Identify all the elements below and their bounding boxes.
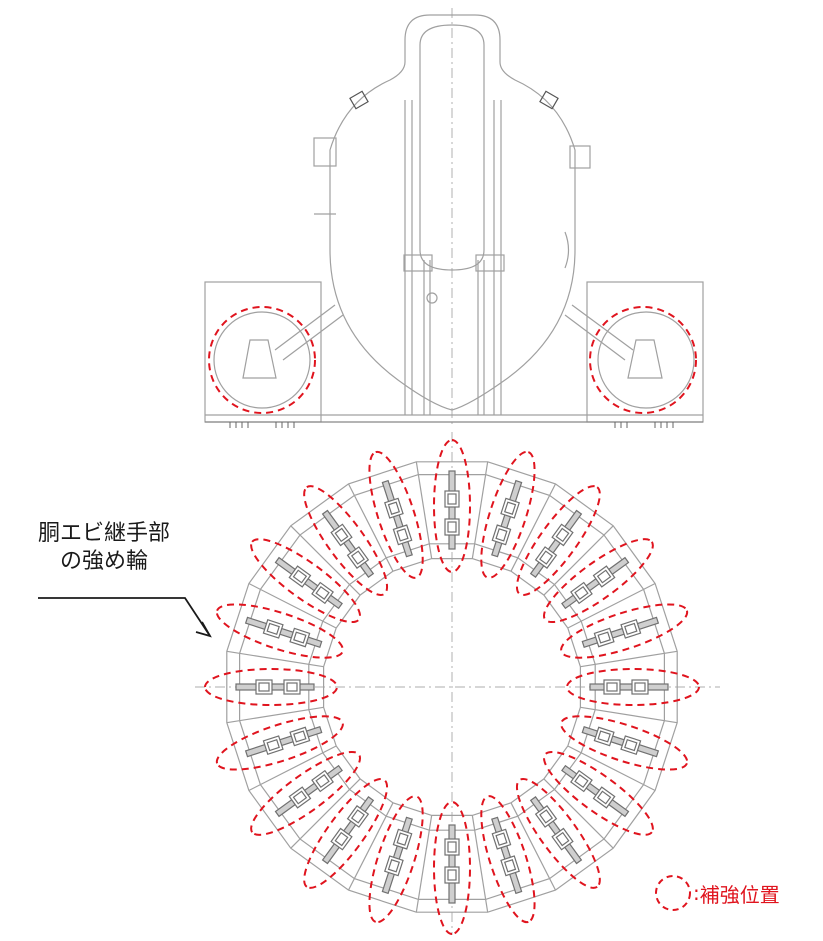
reinforcement-mark-19 [303,485,389,597]
reinforcement-mark-14 [250,750,362,836]
stiffener-ring-8 [561,764,630,818]
stiffener-ring-6 [589,679,669,695]
arrow-head-icon [195,621,212,638]
segment-divider [226,650,324,668]
ring-outer-edge [226,461,678,913]
plan-reinforcement-marks [204,439,700,935]
reinforcement-mark-8 [542,750,654,836]
segment-divider [471,815,489,913]
callout-leader-line [38,597,211,637]
segment-divider [580,706,678,724]
nozzle-right [569,145,591,169]
legend-separator: : [693,881,700,905]
segment-divider [415,815,433,913]
stiffener-ring-4 [561,556,630,610]
legend-dashed-circle-icon [655,875,691,911]
left-housing [204,281,322,423]
reinforcement-mark-16 [204,668,338,706]
plan-view [195,432,720,935]
reinforcement-mark-15 [215,715,344,771]
stiffener-ring-2 [491,479,523,558]
stiffener-ring-9 [529,796,583,865]
legend: : 補強位置 [693,878,780,908]
callout-leader [38,597,212,638]
left-torus-section [213,311,311,409]
nozzle-left [313,137,337,167]
reinforcement-mark-20 [368,450,424,579]
reinforcement-mark-7 [560,715,689,771]
stiffener-ring-18 [274,556,343,610]
segment-divider [415,461,433,559]
reinforcement-mark-5 [560,603,689,659]
reinforcement-mark-11 [433,801,471,935]
reinforcement-mark-3 [515,485,601,597]
segment-divider [226,706,324,724]
stiffener-ring-5 [581,616,660,648]
right-housing [586,281,704,423]
stiffener-ring-19 [321,509,375,578]
reinforcement-mark-12 [368,795,424,924]
legend-text: 補強位置 [699,882,780,907]
vessel-shell [329,14,576,411]
stiffener-ring-1 [444,470,460,550]
segment-divider [248,582,337,629]
segment-divider [567,582,656,629]
segment-divider [510,483,557,572]
stiffener-ring-15 [244,726,323,758]
segment-divider [290,778,361,849]
elevation-reinforcement-marks [208,306,697,414]
stiffener-ring-7 [581,726,660,758]
reinforcement-mark-right-elevation [589,306,697,414]
right-torus-section [597,311,695,409]
segment-divider [567,745,656,792]
segment-divider [347,483,394,572]
reinforcement-mark-13 [303,777,389,889]
stiffener-ring-17 [244,616,323,648]
segment-divider [248,745,337,792]
segment-divider [543,525,614,596]
reinforcement-mark-18 [250,538,362,624]
segment-divider [543,778,614,849]
segment-divider [290,525,361,596]
segment-divider [510,802,557,891]
elevation-view [204,8,704,428]
stiffener-ring-12 [381,816,413,895]
reinforcement-mark-left-elevation [208,306,316,414]
segment-divider [580,650,678,668]
reinforcement-mark-4 [542,538,654,624]
reinforcement-mark-2 [480,450,536,579]
stiffener-ring-10 [491,816,523,895]
stiffener-ring-14 [274,764,343,818]
stiffener-ring-16 [235,679,315,695]
reinforcement-mark-9 [515,777,601,889]
reinforcement-mark-1 [433,439,471,573]
stiffener-ring-3 [529,509,583,578]
segment-divider [471,461,489,559]
stiffener-ring-20 [381,479,413,558]
callout-line2: の強め輪 [59,549,148,574]
ring-inner-edge [323,557,582,817]
callout-label: 胴エビ継手部 の強め輪 [4,520,204,576]
reinforcement-mark-10 [480,795,536,924]
stiffener-ring-11 [444,824,460,904]
stiffener-ring-13 [321,796,375,865]
callout-line1: 胴エビ継手部 [37,521,170,546]
reinforcement-mark-17 [215,603,344,659]
reinforcement-mark-6 [566,668,700,706]
segment-divider [347,802,394,891]
